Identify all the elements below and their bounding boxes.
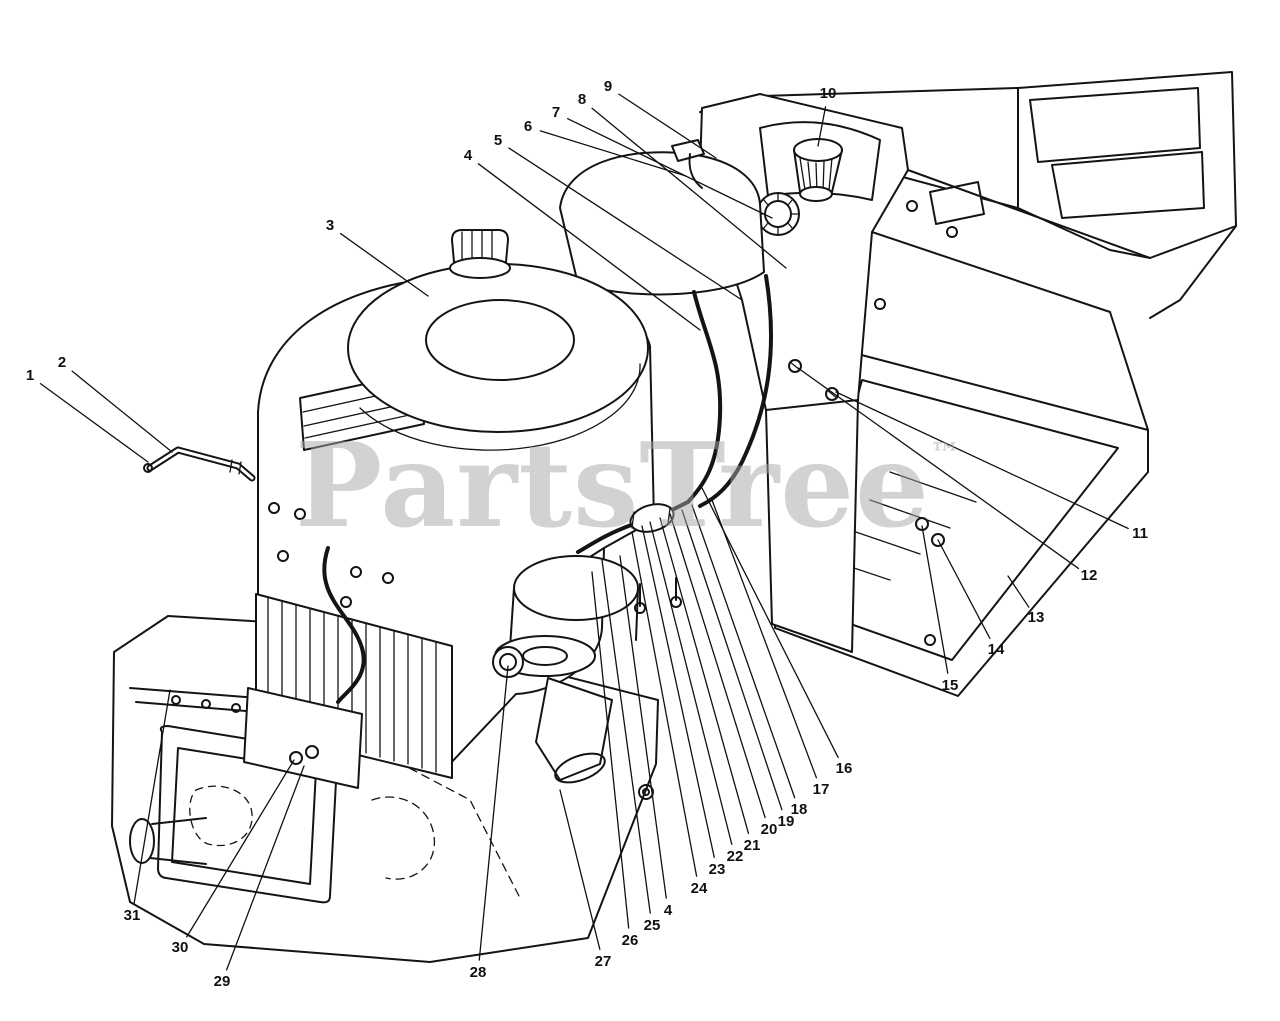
leader-line bbox=[133, 689, 171, 904]
callout-label: 29 bbox=[214, 973, 231, 990]
leader-line bbox=[797, 367, 1080, 570]
callout-label: 1 bbox=[26, 367, 34, 384]
leader-line bbox=[186, 759, 295, 938]
callout-label: 27 bbox=[595, 953, 612, 970]
callout-label: 11 bbox=[1132, 525, 1148, 542]
leader-line bbox=[477, 163, 701, 331]
leader-line bbox=[817, 106, 827, 147]
callout-label: 31 bbox=[124, 907, 141, 924]
leader-line bbox=[711, 499, 818, 779]
callout-label: 15 bbox=[942, 677, 959, 694]
leader-line bbox=[567, 118, 773, 219]
leader-line bbox=[339, 232, 429, 297]
callout-label: 22 bbox=[727, 848, 744, 865]
callout-label: 18 bbox=[791, 801, 808, 818]
leader-line bbox=[681, 509, 783, 811]
callout-label: 13 bbox=[1028, 609, 1045, 626]
leader-line bbox=[631, 531, 698, 877]
leader-line bbox=[669, 513, 766, 819]
leader-line bbox=[478, 665, 509, 961]
callout-label: 25 bbox=[644, 917, 661, 934]
screw bbox=[825, 387, 839, 401]
callout-label: 17 bbox=[813, 781, 830, 798]
callout-label: 10 bbox=[820, 85, 837, 102]
leader-line bbox=[835, 391, 1129, 530]
discharge-chute bbox=[535, 677, 613, 784]
leader-line bbox=[539, 130, 687, 177]
nut bbox=[638, 784, 654, 800]
muffler bbox=[129, 817, 207, 865]
callout-label: 8 bbox=[578, 91, 586, 108]
leader-line bbox=[649, 521, 733, 846]
leader-line bbox=[39, 383, 149, 463]
callout-label: 12 bbox=[1081, 567, 1098, 584]
fuel-line bbox=[576, 274, 774, 554]
leader-line bbox=[71, 370, 173, 453]
screw bbox=[788, 359, 802, 373]
callout-label: 24 bbox=[691, 880, 708, 897]
leader-line bbox=[591, 107, 787, 269]
leader-line bbox=[691, 504, 796, 799]
leader-line bbox=[921, 525, 949, 674]
leader-line bbox=[618, 93, 717, 159]
callout-label: 5 bbox=[494, 132, 502, 149]
callout-label: 28 bbox=[470, 964, 487, 981]
callout-label: 7 bbox=[552, 104, 560, 121]
callout-label: 6 bbox=[524, 118, 532, 135]
callout-label: 16 bbox=[836, 760, 853, 777]
callout-label: 30 bbox=[172, 939, 189, 956]
leader-line bbox=[1007, 575, 1030, 608]
callout-label: 4 bbox=[464, 147, 473, 164]
throttle-cable bbox=[322, 546, 366, 704]
callout-label: 9 bbox=[604, 78, 612, 95]
breather-hose bbox=[143, 446, 256, 482]
leader-line bbox=[559, 789, 601, 951]
callout-label: 20 bbox=[761, 821, 778, 838]
leader-line bbox=[225, 765, 305, 971]
callout-label: 19 bbox=[778, 813, 795, 830]
engine-lower bbox=[492, 555, 639, 784]
callout-label: 3 bbox=[326, 217, 334, 234]
fuel-filter bbox=[629, 503, 675, 533]
leader-line bbox=[601, 559, 651, 914]
bolt bbox=[670, 596, 682, 608]
callout-label: 14 bbox=[988, 641, 1005, 658]
leader-line bbox=[937, 539, 991, 640]
leader-line bbox=[641, 525, 715, 858]
callout-label: 26 bbox=[622, 932, 639, 949]
callout-label: 23 bbox=[709, 861, 726, 878]
leader-line bbox=[619, 555, 667, 899]
callout-label: 4 bbox=[664, 902, 673, 919]
leader-line bbox=[591, 571, 630, 929]
mounting-bracket bbox=[243, 687, 363, 789]
ignition-switch bbox=[793, 138, 843, 202]
callout-label: 21 bbox=[744, 837, 761, 854]
fuel-tank bbox=[559, 139, 765, 296]
bolt bbox=[634, 602, 646, 614]
screw bbox=[874, 298, 886, 310]
leader-line bbox=[508, 147, 743, 301]
callout-label: 2 bbox=[58, 354, 66, 371]
retainer-ring bbox=[492, 646, 524, 678]
air-cleaner-cap bbox=[449, 229, 511, 279]
leader-line bbox=[659, 517, 750, 835]
